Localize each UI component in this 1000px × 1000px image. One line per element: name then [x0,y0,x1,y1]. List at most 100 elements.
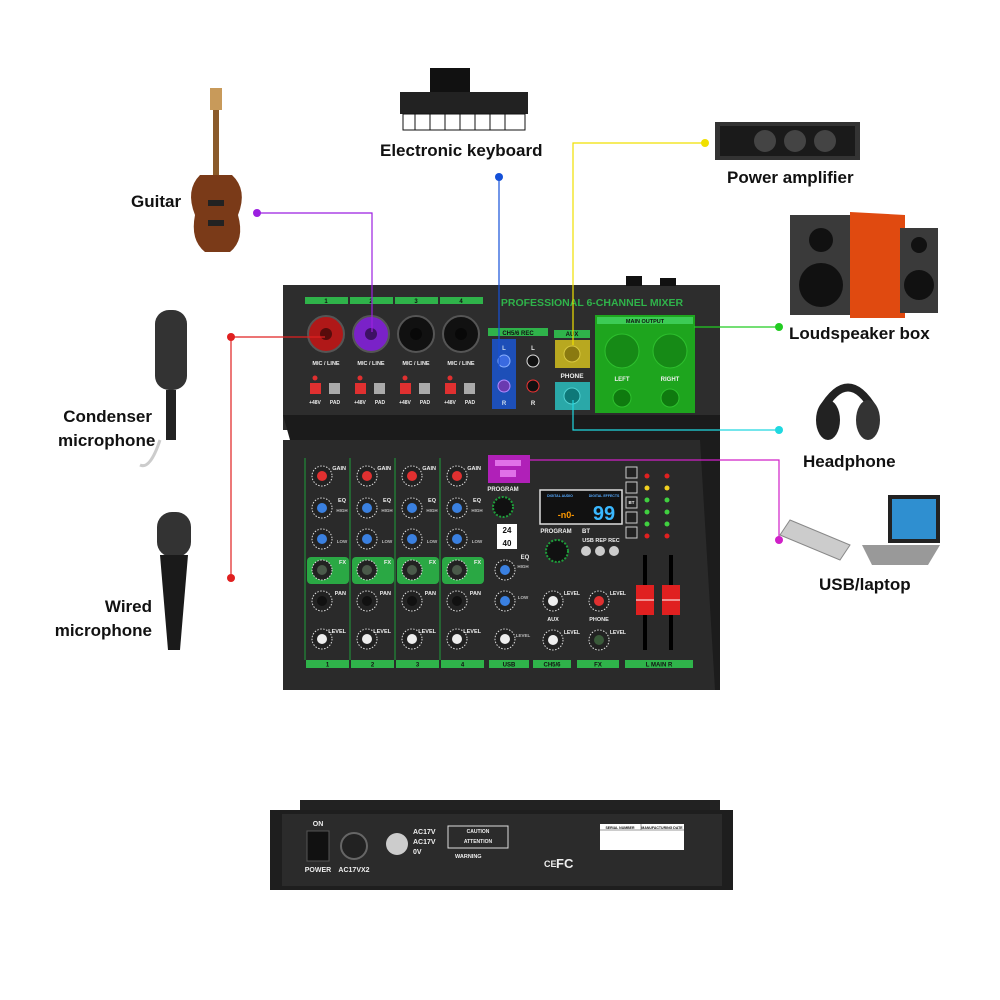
eq-high-label: EQ [428,498,437,504]
level-meter-led-right [664,473,670,479]
bt-label: BT [582,529,590,535]
eq-high-knob-cap [362,503,372,513]
phantom-switch-1[interactable] [310,383,321,394]
pad-button-3[interactable] [419,383,430,394]
phantom-switch-2[interactable] [355,383,366,394]
manufacturing-date-label: MANUFACTURING DATE [641,826,683,830]
combo-jack-center [455,328,467,340]
pan-knob-cap [317,596,327,606]
pan-knob-cap [452,596,462,606]
rec-right-jack[interactable] [526,379,540,393]
pan-label: PAN [335,591,346,597]
main-right-xlr[interactable] [652,333,688,369]
guitar-line [257,212,373,332]
eq-high-knob-cap [452,503,462,513]
main-right-jack[interactable] [660,388,680,408]
pan-knob-cap [407,596,417,606]
callout-wired-microphone: Wired microphone [48,595,152,643]
attention-label: ATTENTION [464,839,493,845]
main-left-xlr[interactable] [604,333,640,369]
bottom-label-0: 1 [326,663,330,669]
bottom-label-6: FX [594,663,602,669]
pad-button-1[interactable] [329,383,340,394]
pad-button-4[interactable] [464,383,475,394]
aux-level-cap [548,596,558,606]
wired-microphone-image [157,512,191,650]
callout-guitar: Guitar [131,192,182,211]
rec-r-label: R [531,401,536,407]
repeat-icon[interactable] [625,511,638,524]
main-output-label: MAIN OUTPUT [626,319,665,325]
pin-diagram-icon [386,833,408,855]
gain-knob-cap [407,471,417,481]
pin-label-2: AC17V [413,839,436,846]
pan-label: PAN [425,591,436,597]
usb-port[interactable] [488,455,530,483]
level-knob-cap [452,634,462,644]
music-icon[interactable] [625,466,638,479]
gain-knob-cap [317,471,327,481]
fx-label: FX [384,560,391,566]
phantom-led [402,375,408,381]
aux-header [554,330,590,338]
gain-knob-cap [362,471,372,481]
aux-level-label: LEVEL [564,591,580,597]
bluetooth-mode-icon[interactable] [625,496,638,509]
eq-low-sub-label: LOW [472,539,483,544]
eq-low-sub-label: LOW [337,539,348,544]
channel-header-3 [395,297,438,304]
loudspeaker-image [790,212,938,318]
pad-label: PAD [330,400,341,406]
ch56-left-jack[interactable] [497,354,511,368]
ch56-l-label: L [502,346,506,352]
rec-button[interactable] [609,546,619,556]
bt-mode-label: BT [629,500,635,505]
bottom-label-bar [577,660,619,668]
usb-program-knob[interactable] [492,496,514,518]
headphone-image [816,383,880,440]
mute-icon[interactable] [625,526,638,539]
phone-label: PHONE [560,373,584,380]
main-left-jack[interactable] [612,388,632,408]
ch56-input-panel [492,339,516,409]
rec-left-jack[interactable] [526,354,540,368]
usb-button[interactable] [581,546,591,556]
fx-level-label: LEVEL [610,630,626,636]
rep-button[interactable] [595,546,605,556]
keyboard-image [400,68,528,131]
power-amplifier-image [715,122,860,160]
fx-program-knob[interactable] [545,539,569,563]
callout-condenser-line1: Condenser [63,407,152,426]
combo-jack-center [365,328,377,340]
eq-low-knob-cap [362,534,372,544]
channel-header-1 [305,297,348,304]
level-label: LEVEL [328,629,346,635]
bottom-label-4: USB [503,663,516,669]
callout-loudspeaker: Loudspeaker box [789,324,930,343]
usb-laptop-image [779,495,940,565]
bottom-label-bar [306,660,349,668]
aux-label: AUX [566,332,579,338]
pad-button-2[interactable] [374,383,385,394]
eq-high-sub-label: HIGH [426,508,437,513]
eq-low-knob-cap [452,534,462,544]
power-switch[interactable] [306,830,330,862]
usb-rep-rec-label: USB REP REC [582,538,620,544]
phantom-label: +48V [354,400,366,406]
callout-usb-laptop: USB/laptop [819,575,911,594]
usb-eq-low-label: LOW [518,595,529,600]
digital-audio-label: DIGITAL AUDIO [547,494,573,498]
power-on-label: ON [313,821,324,828]
phantom-switch-4[interactable] [445,383,456,394]
usb-level-label: LEVEL [516,633,531,638]
ch56-r-label: R [502,401,507,407]
ch56-right-jack[interactable] [497,379,511,393]
level-meter-led-right [664,485,670,491]
level-knob-cap [317,634,327,644]
channel-number-2: 2 [369,299,373,305]
ac-input-socket[interactable] [340,832,368,860]
phantom-switch-3[interactable] [400,383,411,394]
line-in-icon[interactable] [625,481,638,494]
display-small: -n0- [558,510,575,520]
